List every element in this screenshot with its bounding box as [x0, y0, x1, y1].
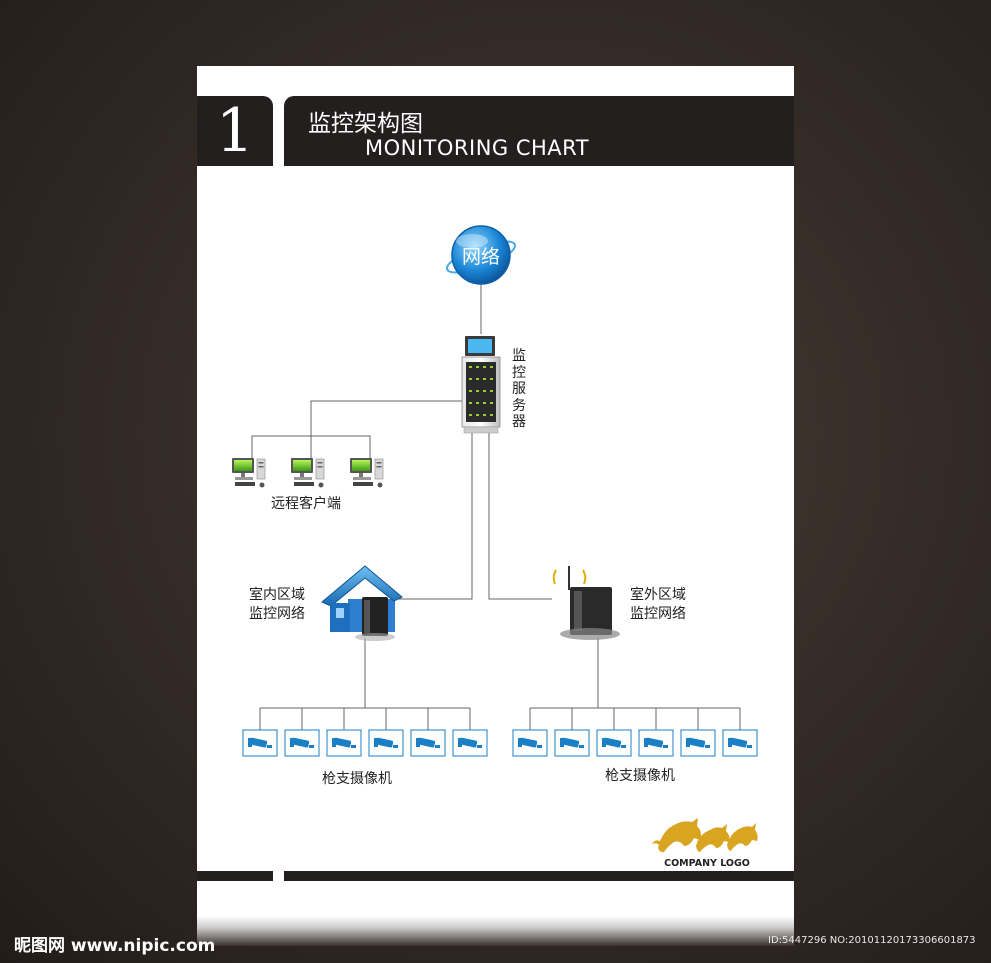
outdoor-network-label-2: 监控网络	[630, 606, 686, 622]
camera-icon	[368, 729, 404, 757]
footer-bar-left	[197, 871, 273, 881]
camera-icon	[452, 729, 488, 757]
network-label: 网络	[462, 246, 500, 268]
section-number-box	[197, 96, 273, 166]
connection-lines	[251, 284, 741, 730]
watermark-site: 昵图网 www.nipic.com	[14, 936, 216, 956]
network-globe-icon: 网络	[445, 225, 517, 285]
outdoor-network-label-1: 室外区域	[630, 587, 686, 603]
indoor-house-icon	[321, 565, 403, 641]
server-label: 监控服务器	[512, 348, 526, 430]
right-cameras-label: 枪支摄像机	[605, 768, 675, 784]
camera-icon	[512, 729, 548, 757]
remote-clients-label: 远程客户端	[271, 496, 341, 512]
indoor-network-label-2: 监控网络	[249, 606, 305, 622]
poster-bottom-strip	[197, 916, 794, 946]
client-computer-icon-3	[349, 457, 384, 488]
page-title-en: MONITORING CHART	[365, 136, 590, 160]
client-computer-icon-1	[231, 457, 266, 488]
left-camera-group	[242, 729, 488, 757]
camera-icon	[326, 729, 362, 757]
section-number: 1	[215, 96, 255, 166]
company-logo-text: COMPANY LOGO	[664, 858, 750, 869]
client-computer-icon-2	[290, 457, 325, 488]
page-title-cn: 监控架构图	[308, 111, 423, 137]
poster-page	[197, 66, 794, 916]
right-camera-group	[512, 729, 758, 757]
outdoor-router-icon	[552, 566, 620, 640]
camera-icon	[410, 729, 446, 757]
camera-icon	[680, 729, 716, 757]
camera-icon	[554, 729, 590, 757]
watermark-id: ID:5447296 NO:20101120173306601873	[768, 935, 976, 946]
camera-icon	[638, 729, 674, 757]
left-cameras-label: 枪支摄像机	[322, 771, 392, 787]
camera-icon	[242, 729, 278, 757]
camera-icon	[284, 729, 320, 757]
indoor-network-label-1: 室内区域	[249, 587, 305, 603]
server-icon	[461, 336, 501, 434]
company-logo-horses	[652, 818, 758, 853]
footer-bar-right	[284, 871, 794, 881]
camera-icon	[596, 729, 632, 757]
camera-icon	[722, 729, 758, 757]
title-bar	[284, 96, 794, 166]
